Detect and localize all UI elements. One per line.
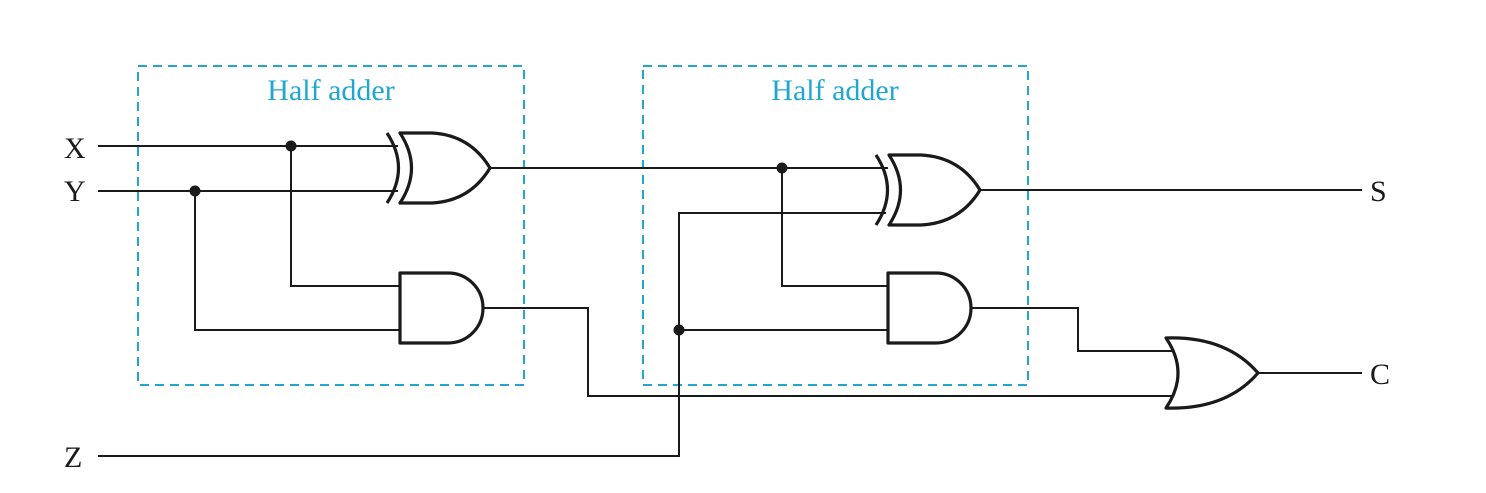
half-adder-1-outline bbox=[137, 65, 525, 386]
and-gate-1 bbox=[398, 271, 485, 345]
junction-x bbox=[285, 140, 297, 152]
output-c-label: C bbox=[1370, 358, 1390, 391]
wire-z bbox=[98, 212, 886, 457]
wire-xor1-to-and2 bbox=[781, 168, 888, 287]
xor-gate-1-body bbox=[398, 131, 492, 205]
wire-x-to-and1 bbox=[290, 146, 400, 287]
output-s-label: S bbox=[1370, 175, 1387, 208]
half-adder-2-outline bbox=[642, 65, 1029, 386]
xor-gate-1 bbox=[385, 131, 492, 205]
xor-gate-2-back-curve bbox=[874, 154, 889, 226]
and-gate-2 bbox=[886, 271, 973, 345]
junction-xor1-out bbox=[776, 162, 788, 174]
xor-gate-1-back-curve bbox=[385, 132, 400, 204]
junction-z bbox=[673, 324, 685, 336]
wire-y-to-and1 bbox=[194, 191, 400, 331]
xor-gate-2-body bbox=[887, 153, 982, 227]
half-adder-block-2: Half adder bbox=[642, 65, 1029, 386]
wire-and1-to-or bbox=[484, 307, 1177, 397]
junction-y bbox=[189, 185, 201, 197]
input-z-label: Z bbox=[64, 441, 82, 474]
input-y-label: Y bbox=[64, 175, 86, 208]
input-x-label: X bbox=[64, 132, 86, 165]
half-adder-block-1: Half adder bbox=[137, 65, 525, 386]
and-gate-2-body bbox=[886, 271, 973, 345]
and-gate-1-body bbox=[398, 271, 485, 345]
xor-gate-2 bbox=[874, 153, 982, 227]
junctions bbox=[189, 140, 788, 336]
wire-and2-to-or bbox=[972, 307, 1177, 352]
or-gate-body bbox=[1164, 336, 1260, 410]
half-adder-1-label: Half adder bbox=[267, 74, 394, 107]
or-gate bbox=[1164, 336, 1260, 410]
half-adder-2-label: Half adder bbox=[771, 74, 898, 107]
